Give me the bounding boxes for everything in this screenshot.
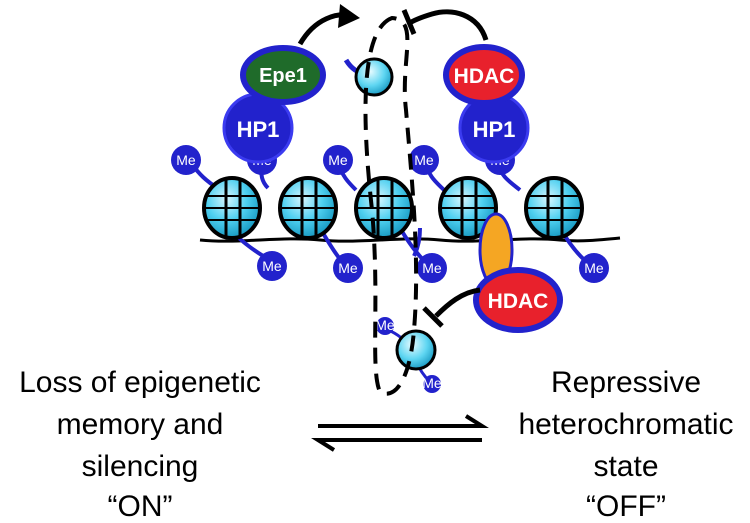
dna-strand <box>199 236 621 243</box>
svg-text:HDAC: HDAC <box>454 65 515 88</box>
svg-text:Me: Me <box>584 260 604 276</box>
svg-text:Me: Me <box>375 317 395 333</box>
svg-text:“ON”: “ON” <box>108 490 173 523</box>
me-mark: Me <box>171 145 201 175</box>
nucleosome-array <box>202 176 584 240</box>
svg-text:HDAC: HDAC <box>488 290 549 313</box>
hdac-bottom: HDAC <box>473 267 563 333</box>
me-mark: Me <box>417 253 447 283</box>
hdac-top: HDAC <box>443 44 525 106</box>
left-state-caption: Loss of epigenetic memory and silencing … <box>19 366 261 523</box>
nucleosome <box>278 176 338 240</box>
me-mark: Me <box>409 145 439 175</box>
svg-text:Me: Me <box>422 375 442 391</box>
svg-text:Loss of epigenetic: Loss of epigenetic <box>19 366 261 399</box>
svg-text:“OFF”: “OFF” <box>586 490 666 523</box>
epe1-protein: Epe1 <box>240 45 326 105</box>
nucleosome <box>438 176 498 240</box>
inhibition-top <box>406 9 489 41</box>
dashed-turnover-loop <box>363 15 419 396</box>
free-nucleosome-bottom: Me Me <box>375 317 442 393</box>
me-mark: Me <box>579 253 609 283</box>
svg-text:Epe1: Epe1 <box>259 65 307 87</box>
svg-text:Me: Me <box>422 260 442 276</box>
svg-text:silencing: silencing <box>82 450 199 483</box>
equilibrium-arrows <box>311 414 489 452</box>
nucleosome <box>354 176 414 240</box>
svg-text:Me: Me <box>176 152 196 168</box>
nucleosome <box>202 176 262 240</box>
svg-text:Me: Me <box>338 260 358 276</box>
me-mark: Me <box>333 253 363 283</box>
svg-text:Repressive: Repressive <box>551 366 701 399</box>
me-mark: Me <box>323 145 353 175</box>
hp1-left: HP1 <box>222 92 294 164</box>
svg-text:heterochromatic: heterochromatic <box>518 408 733 441</box>
svg-text:memory and: memory and <box>57 408 224 441</box>
right-state-caption: Repressive heterochromatic state “OFF” <box>518 366 733 523</box>
svg-text:Me: Me <box>414 152 434 168</box>
svg-text:HP1: HP1 <box>237 117 280 142</box>
nucleosome <box>524 176 584 240</box>
inhibition-bottom <box>434 287 481 318</box>
svg-text:HP1: HP1 <box>473 117 516 142</box>
me-mark: Me <box>257 251 287 281</box>
svg-text:Me: Me <box>262 258 282 274</box>
svg-text:state: state <box>593 450 658 483</box>
svg-text:Me: Me <box>328 152 348 168</box>
arrow-head <box>338 4 360 28</box>
